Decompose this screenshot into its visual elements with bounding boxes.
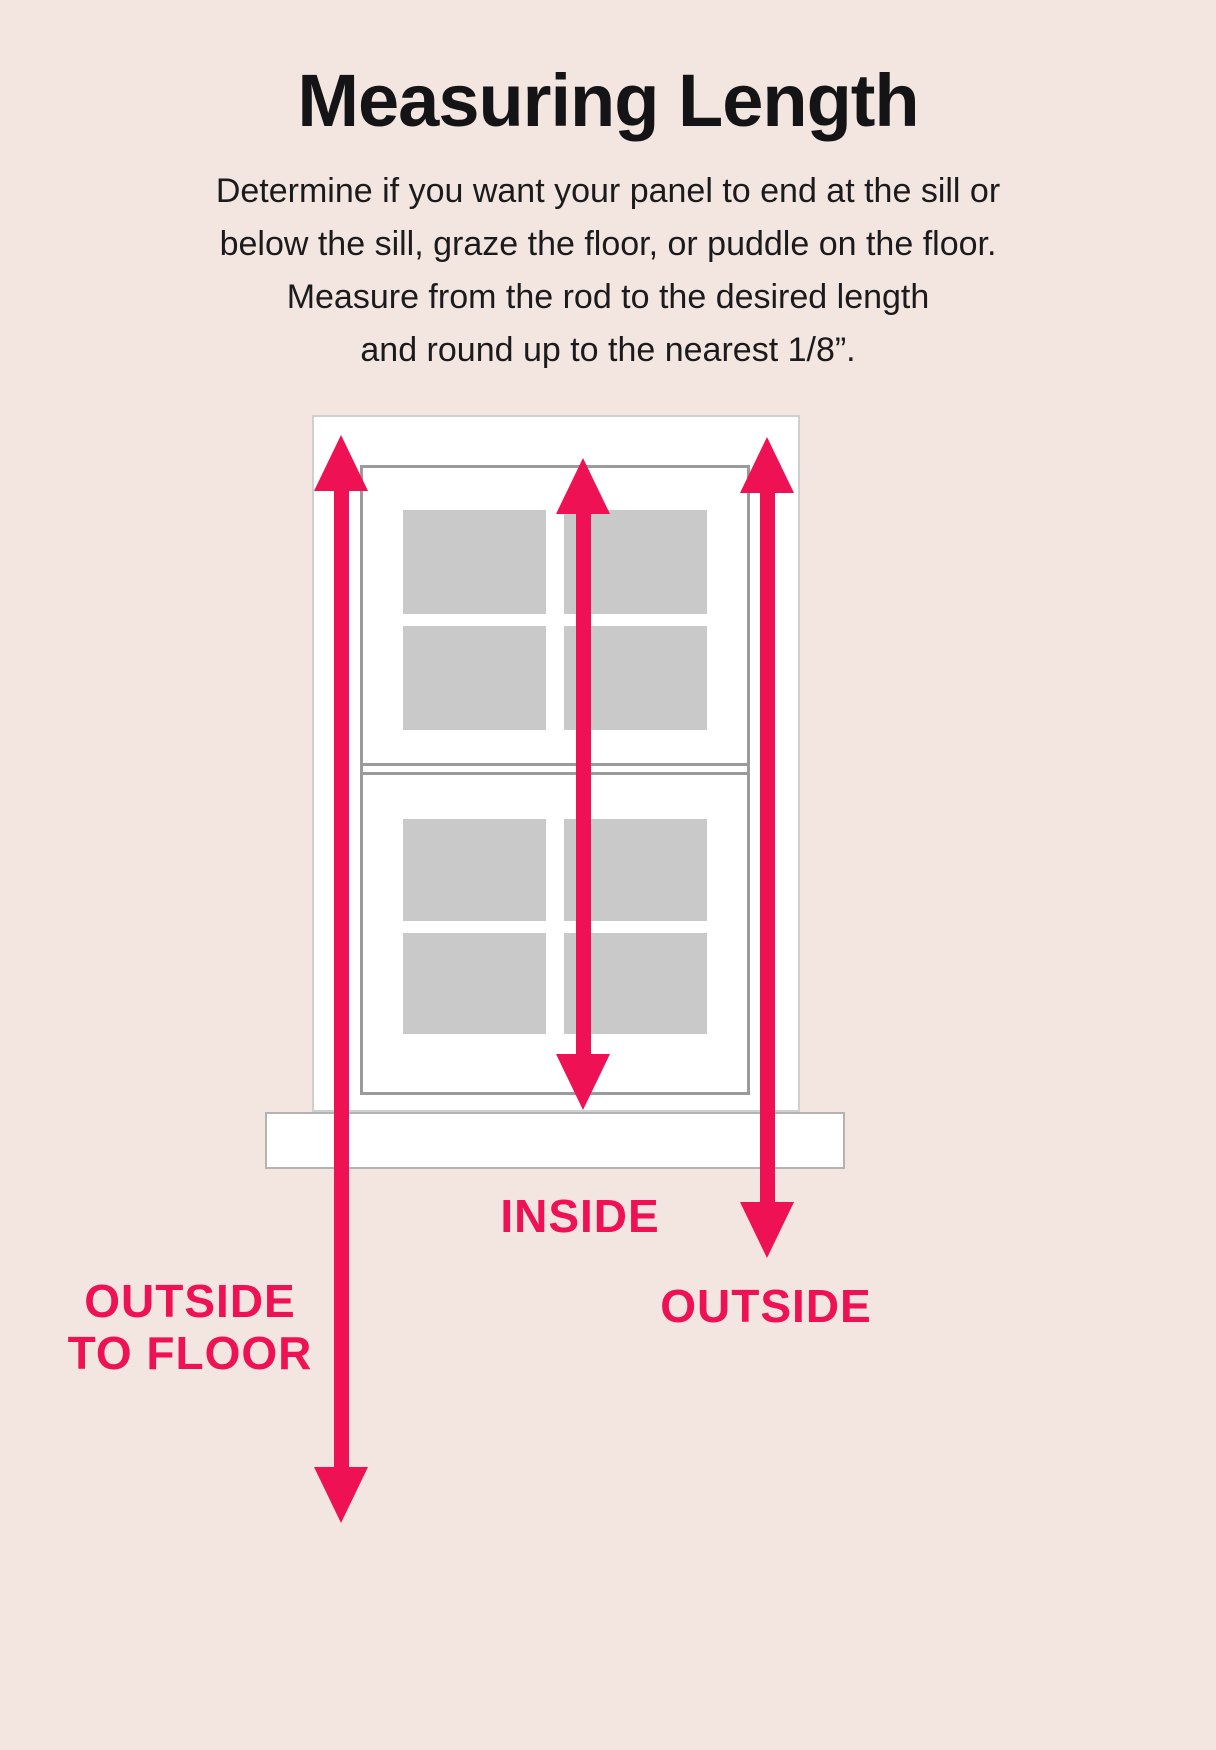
arrow-down-icon: [740, 1202, 794, 1258]
description-line-2: below the sill, graze the floor, or pudd…: [219, 225, 997, 263]
window-pane: [403, 932, 546, 1034]
arrow-up-icon: [740, 437, 794, 493]
inside-arrow: [556, 458, 610, 1110]
arrow-down-icon: [556, 1054, 610, 1110]
outside-arrow: [740, 437, 794, 1258]
description-line-1: Determine if you want your panel to end …: [215, 172, 1001, 210]
outside-to-floor-line-1: OUTSIDE: [84, 1275, 296, 1327]
description-line-4: and round up to the nearest 1/8”.: [360, 331, 856, 369]
bottom-sash: [363, 775, 747, 1092]
window-frame: [360, 465, 750, 1095]
outside-to-floor-label: OUTSIDE TO FLOOR: [40, 1275, 340, 1379]
description: Determine if you want your panel to end …: [0, 165, 1216, 377]
outside-to-floor-arrow: [314, 435, 368, 1523]
inside-label: INSIDE: [500, 1190, 660, 1242]
outside-to-floor-line-2: TO FLOOR: [67, 1327, 313, 1379]
window-pane: [403, 510, 546, 614]
arrow-up-icon: [556, 458, 610, 514]
arrow-shaft: [759, 492, 775, 1203]
arrow-shaft: [333, 490, 349, 1468]
sash-divider: [363, 763, 747, 775]
window-sill: [265, 1112, 845, 1169]
arrow-down-icon: [314, 1467, 368, 1523]
arrow-shaft: [575, 513, 591, 1055]
window-pane: [403, 626, 546, 730]
description-line-3: Measure from the rod to the desired leng…: [286, 278, 930, 316]
outside-label: OUTSIDE: [660, 1280, 872, 1332]
window-pane: [403, 819, 546, 921]
top-sash: [363, 468, 747, 763]
page-title: Measuring Length: [297, 59, 919, 142]
arrow-up-icon: [314, 435, 368, 491]
